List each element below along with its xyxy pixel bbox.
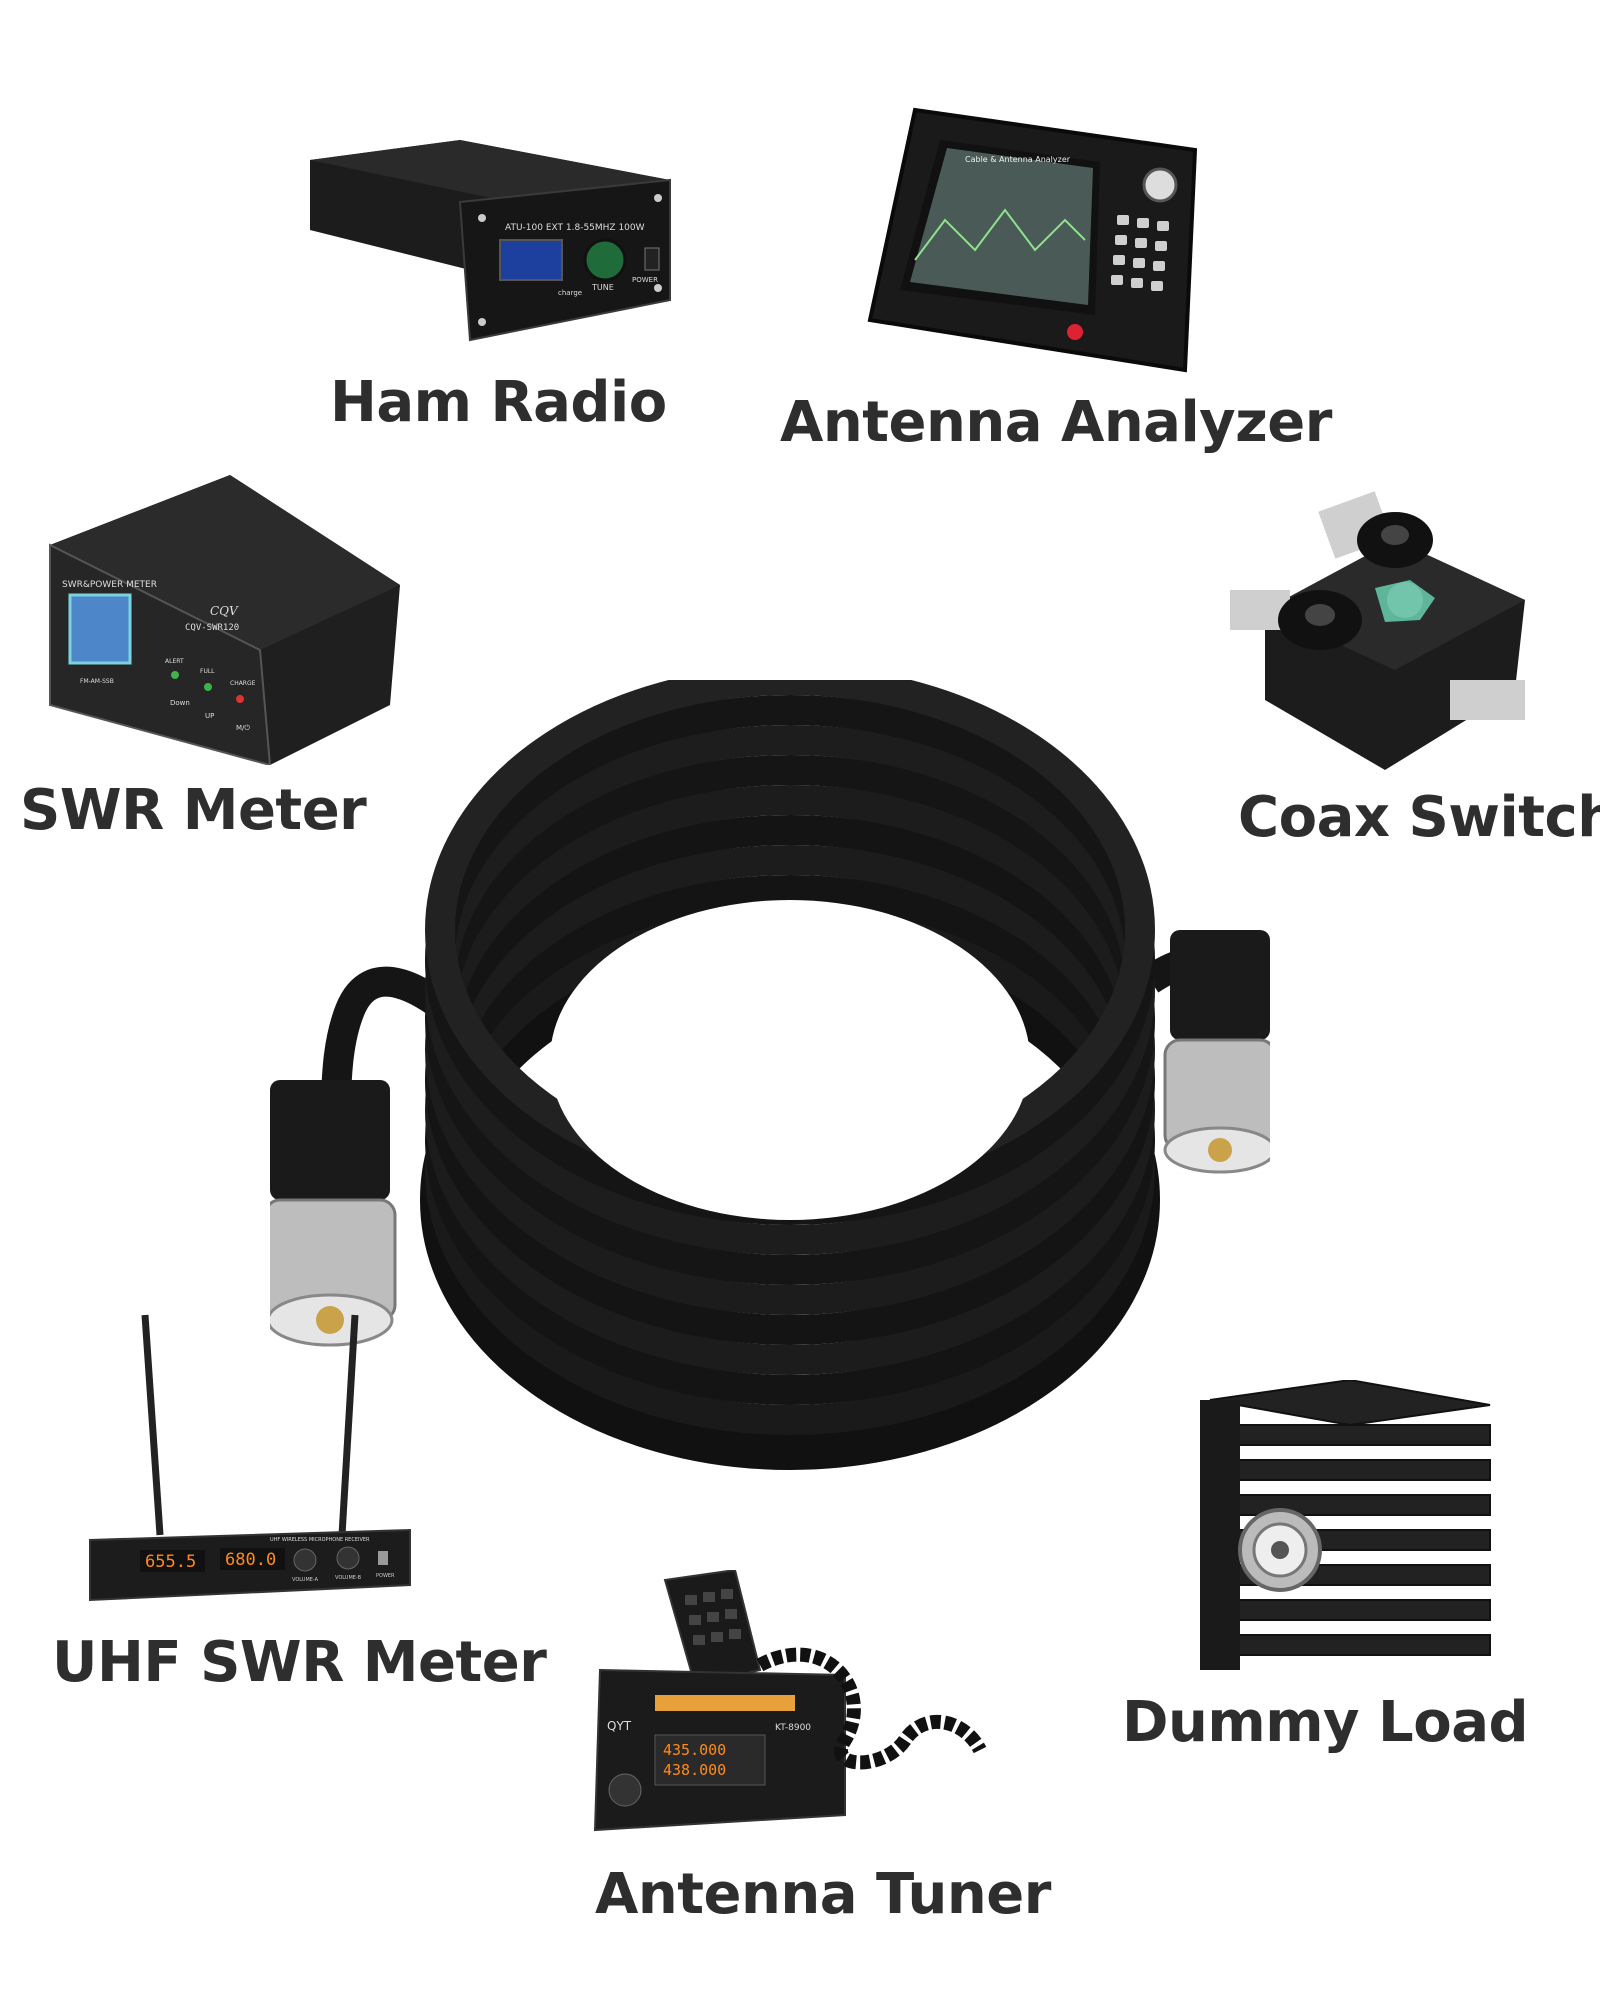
dummy-load-label: Dummy Load bbox=[1122, 1690, 1529, 1755]
uhf-swr-meter-label: UHF SWR Meter bbox=[52, 1630, 547, 1695]
uhf-swr-meter-image: 655.5 680.0 UHF WIRELESS MICROPHONE RECE… bbox=[80, 1305, 420, 1605]
dummy-load-image bbox=[1200, 1380, 1500, 1680]
swr-meter-image: SWR&POWER METER CQV CQV-SWR120 ALERT FUL… bbox=[40, 475, 410, 765]
coax-switch-image bbox=[1225, 480, 1545, 780]
tuner-line1: 435.000 bbox=[663, 1741, 726, 1759]
ham-radio-panel-text: ATU-100 EXT 1.8-55MHZ 100W bbox=[505, 223, 645, 233]
swr-meter-title: SWR&POWER METER bbox=[62, 580, 157, 590]
antenna-tuner-image: 435.000 438.000 QYT KT-8900 bbox=[585, 1570, 1025, 1850]
ham-radio-charge-label: charge bbox=[558, 289, 582, 297]
antenna-analyzer-screen-title: Cable & Antenna Analyzer bbox=[965, 155, 1071, 164]
uhf-power: POWER bbox=[376, 1573, 395, 1579]
swr-meter-charge: CHARGE bbox=[230, 680, 256, 687]
swr-meter-label: SWR Meter bbox=[20, 778, 367, 843]
swr-meter-full: FULL bbox=[200, 668, 215, 675]
tuner-model: KT-8900 bbox=[775, 1723, 811, 1733]
ham-radio-label: Ham Radio bbox=[330, 370, 667, 435]
tuner-line2: 438.000 bbox=[663, 1761, 726, 1779]
uhf-vol-b: VOLUME-B bbox=[335, 1575, 362, 1581]
ham-radio-knob-label: TUNE bbox=[591, 283, 614, 292]
swr-meter-brand: CQV bbox=[210, 604, 239, 618]
antenna-analyzer-label: Antenna Analyzer bbox=[780, 390, 1332, 455]
ham-radio-power-label: POWER bbox=[632, 276, 658, 284]
swr-meter-down: Down bbox=[170, 699, 190, 707]
antenna-analyzer-image: Cable & Antenna Analyzer bbox=[855, 100, 1215, 380]
uhf-vol-a: VOLUME-A bbox=[292, 1577, 319, 1583]
coax-switch-label: Coax Switch bbox=[1238, 785, 1600, 850]
uhf-header: UHF WIRELESS MICROPHONE RECEIVER bbox=[270, 1537, 370, 1543]
coax-cable-image bbox=[270, 680, 1270, 1480]
tuner-brand: QYT bbox=[607, 1719, 632, 1733]
swr-meter-band: FM-AM-SSB bbox=[80, 678, 114, 685]
swr-meter-mode: M/⏻ bbox=[236, 724, 250, 732]
uhf-freq-a: 655.5 bbox=[145, 1552, 196, 1572]
swr-meter-model: CQV-SWR120 bbox=[185, 623, 239, 633]
uhf-freq-b: 680.0 bbox=[225, 1550, 276, 1570]
swr-meter-alert: ALERT bbox=[165, 658, 184, 665]
swr-meter-up: UP bbox=[205, 712, 214, 720]
ham-radio-image: ATU-100 EXT 1.8-55MHZ 100W TUNE POWER ch… bbox=[300, 140, 680, 350]
antenna-tuner-label: Antenna Tuner bbox=[595, 1862, 1051, 1927]
